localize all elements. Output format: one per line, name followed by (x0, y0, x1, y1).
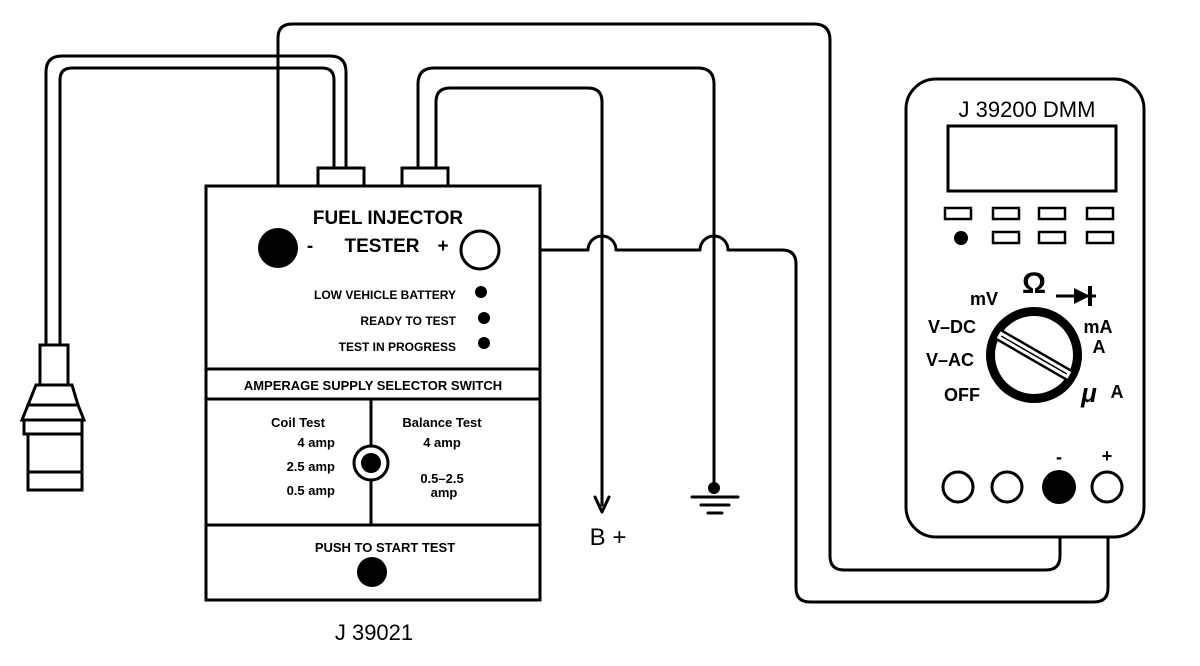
dmm-display (946, 124, 1118, 193)
indicator-ready-label: READY TO TEST (360, 314, 456, 328)
dmm-terminal-2[interactable] (990, 470, 1024, 504)
indicator-low-battery-led (475, 286, 487, 298)
power-harness-inner (434, 86, 604, 507)
dmm-terminal-com[interactable] (1042, 470, 1076, 504)
fuel-injector-tester: FUEL INJECTOR TESTER - + LOW VEHICLE BAT… (204, 166, 542, 602)
dmm-button-2[interactable] (991, 206, 1021, 221)
dmm-button-3[interactable] (1037, 206, 1067, 221)
tester-plug-left (316, 166, 366, 188)
coil-test-option-2-5amp: 2.5 amp (287, 459, 335, 474)
dial-label-ma: mA (1083, 317, 1112, 337)
balance-test-option-4amp: 4 amp (423, 435, 461, 450)
negative-lead (276, 22, 1062, 572)
push-to-start-button[interactable] (357, 557, 387, 587)
dial-label-off: OFF (944, 385, 980, 405)
ground-junction (708, 482, 720, 494)
dmm-minus-label: - (1056, 447, 1062, 467)
coil-test-title: Coil Test (271, 415, 326, 430)
dmm-button-1[interactable] (943, 206, 973, 221)
amperage-selector-knob[interactable] (352, 444, 390, 482)
digital-multimeter: J 39200 DMM mV Ω V–DC V–AC OFF mA A μ A (904, 77, 1146, 539)
tester-negative-jack[interactable] (258, 228, 298, 268)
indicator-in-progress-led (478, 337, 490, 349)
injector-harness-inner (58, 66, 336, 347)
dial-label-vdc: V–DC (928, 317, 976, 337)
positive-lead (498, 234, 1110, 604)
dmm-power-button[interactable] (954, 231, 968, 245)
coil-test-option-0-5amp: 0.5 amp (287, 483, 335, 498)
diode-icon (1056, 286, 1096, 306)
balance-test-title: Balance Test (402, 415, 482, 430)
injector-connector (19, 343, 87, 492)
dial-label-micro: μ (1080, 378, 1097, 408)
dial-label-a: A (1093, 337, 1106, 357)
tester-plug-right (400, 166, 450, 188)
dmm-terminal-positive[interactable] (1090, 470, 1124, 504)
dial-label-vac: V–AC (926, 350, 974, 370)
selector-switch-header: AMPERAGE SUPPLY SELECTOR SWITCH (244, 378, 502, 393)
coil-test-option-4amp: 4 amp (297, 435, 335, 450)
indicator-ready-led (478, 312, 490, 324)
tester-title-line1: FUEL INJECTOR (313, 208, 464, 229)
indicator-in-progress-label: TEST IN PROGRESS (339, 340, 456, 354)
ground-icon (690, 495, 740, 515)
dmm-rotary-dial[interactable] (986, 307, 1082, 403)
battery-arrow (593, 495, 611, 514)
dmm-button-4[interactable] (1085, 206, 1115, 221)
dmm-button-7[interactable] (1085, 230, 1115, 245)
balance-test-option-range: 0.5–2.5 (420, 471, 463, 486)
balance-test-option-unit: amp (431, 485, 458, 500)
dmm-terminal-1[interactable] (941, 470, 975, 504)
indicator-low-battery-label: LOW VEHICLE BATTERY (314, 288, 456, 302)
tester-plus-label: + (437, 236, 448, 257)
power-harness-outer (416, 66, 716, 488)
dial-label-ohm: Ω (1022, 267, 1046, 300)
tester-model-label: J 39021 (335, 620, 413, 645)
dmm-title: J 39200 DMM (959, 97, 1096, 122)
dial-label-mv: mV (970, 289, 998, 309)
dial-label-ua: A (1111, 382, 1124, 402)
push-to-start-label: PUSH TO START TEST (315, 540, 455, 555)
dmm-button-5[interactable] (991, 230, 1021, 245)
injector-harness-outer (44, 54, 348, 347)
battery-positive-label: B + (590, 524, 627, 551)
tester-title-line2: TESTER (345, 236, 420, 257)
dmm-button-6[interactable] (1037, 230, 1067, 245)
dmm-plus-label: + (1102, 446, 1113, 466)
tester-minus-label: - (307, 236, 313, 257)
tester-positive-jack[interactable] (459, 229, 501, 271)
